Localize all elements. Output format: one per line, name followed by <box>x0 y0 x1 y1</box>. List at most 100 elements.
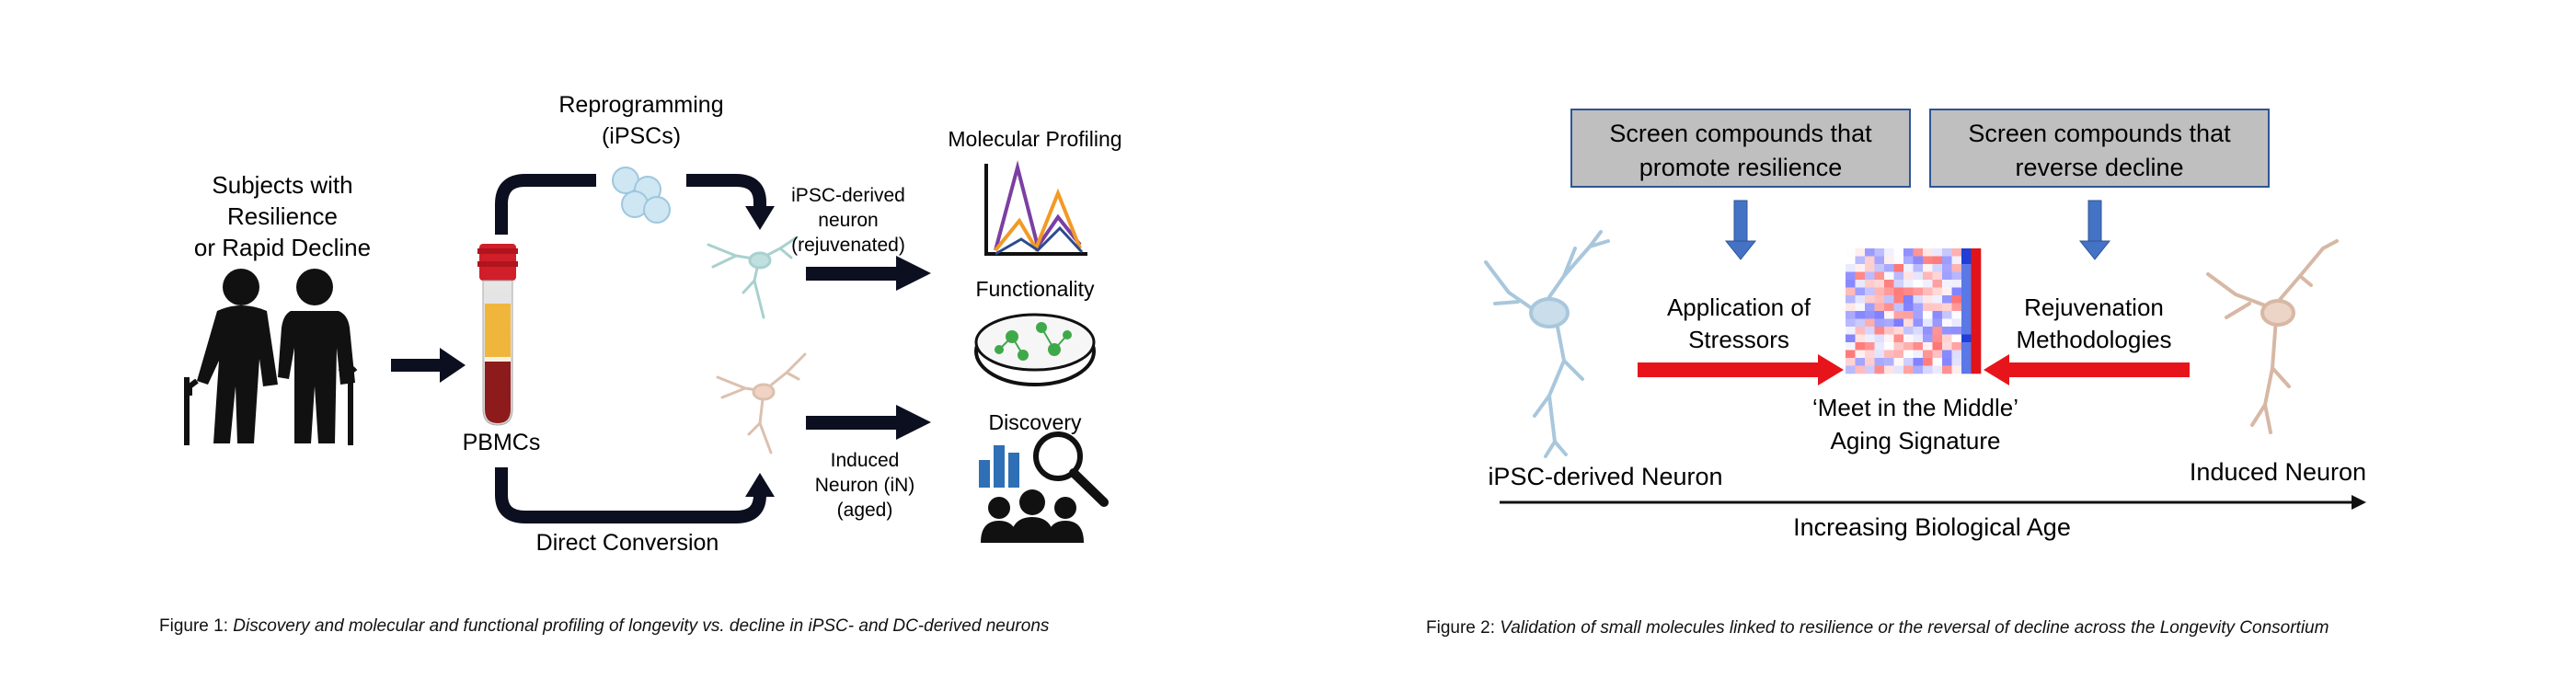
heatmap-cell <box>1932 318 1943 328</box>
heatmap-cell <box>1923 256 1933 265</box>
heatmap-cell <box>1923 264 1933 272</box>
heatmap-cell <box>1971 342 1982 351</box>
figure-1-caption: Figure 1: Discovery and molecular and fu… <box>159 616 1049 637</box>
heatmap-cell <box>1923 358 1933 366</box>
heatmap-cell <box>1951 365 1962 374</box>
heatmap-cell <box>1893 365 1904 374</box>
heatmap-cell <box>1865 303 1875 312</box>
heatmap-cell <box>1893 342 1904 351</box>
heatmap-cell <box>1913 342 1924 351</box>
heatmap-cell <box>1846 256 1856 265</box>
heatmap-cell <box>1951 350 1962 359</box>
heatmap-cell <box>1932 271 1943 281</box>
figure-2-caption: Figure 2: Validation of small molecules … <box>1426 618 2329 638</box>
arrow-to-profiling-upper <box>806 256 931 291</box>
heatmap-cell <box>1893 287 1904 296</box>
heatmap-cell <box>1865 295 1875 304</box>
heatmap-cell <box>1893 318 1904 328</box>
heatmap-cell <box>1942 311 1952 319</box>
heatmap-cell <box>1846 311 1856 319</box>
blue-arrow-right <box>2078 200 2111 260</box>
heatmap-cell <box>1865 334 1875 343</box>
heatmap-cell <box>1923 318 1933 328</box>
heatmap-cell <box>1932 264 1943 272</box>
heatmap-cell <box>1855 350 1866 359</box>
heatmap-cell <box>1893 358 1904 366</box>
heatmap-cell <box>1951 311 1962 319</box>
heatmap-cell <box>1855 264 1866 272</box>
heatmap-cell <box>1932 311 1943 319</box>
heatmap-cell <box>1951 334 1962 343</box>
heatmap-cell <box>1923 365 1933 374</box>
pbmcs-label: PBMCs <box>463 430 541 455</box>
heatmap-cell <box>1971 256 1982 265</box>
ipsc-neuron-label-3: (rejuvenated) <box>791 235 905 256</box>
induced-neuron-label-1: Induced <box>831 450 900 471</box>
heatmap-cell <box>1903 334 1914 343</box>
heatmap-cell <box>1971 264 1982 272</box>
heatmap-cell <box>1874 271 1885 281</box>
heatmap-cell <box>1884 358 1894 366</box>
heatmap-cell <box>1961 342 1972 351</box>
heatmap-cell <box>1913 318 1924 328</box>
figure-2-caption-text: Validation of small molecules linked to … <box>1500 618 2329 638</box>
heatmap-cell <box>1874 350 1885 359</box>
heatmap-cell <box>1903 311 1914 319</box>
heatmap-cell <box>1893 311 1904 319</box>
heatmap-cell <box>1874 256 1885 265</box>
heatmap-cell <box>1846 358 1856 366</box>
figure-2: Screen compounds that promote resilience… <box>1484 109 2366 541</box>
heatmap-cell <box>1874 334 1885 343</box>
heatmap-cell <box>1942 365 1952 374</box>
heatmap-cell <box>1846 318 1856 328</box>
arrow-to-pbmc <box>391 348 466 383</box>
induced-neuron-small-icon <box>716 352 807 454</box>
heatmap-cell <box>1874 280 1885 288</box>
heatmap-cell <box>1971 327 1982 335</box>
heatmap-cell <box>1846 280 1856 288</box>
heatmap-cell <box>1913 311 1924 319</box>
arrow-to-ipsc-neuron <box>686 174 766 210</box>
heatmap-cell <box>1874 358 1885 366</box>
heatmap-cell <box>1942 303 1952 312</box>
box-left-line-2: promote resilience <box>1639 154 1843 181</box>
heatmap-cell <box>1932 350 1943 359</box>
heatmap-cell <box>1932 303 1943 312</box>
heatmap-cell <box>1893 334 1904 343</box>
stressors-label-1: Application of <box>1667 293 1811 321</box>
heatmap-cell <box>1903 264 1914 272</box>
heatmap-cell <box>1874 303 1885 312</box>
heatmap-cell <box>1874 318 1885 328</box>
heatmap-cell <box>1903 318 1914 328</box>
box-right-line-1: Screen compounds that <box>1968 120 2231 147</box>
heatmap-cell <box>1923 287 1933 296</box>
heatmap-cell <box>1903 280 1914 288</box>
heatmap-cell <box>1846 303 1856 312</box>
heatmap-cell <box>1913 327 1924 335</box>
heatmap-cell <box>1913 365 1924 374</box>
heatmap-cell <box>1893 271 1904 281</box>
heatmap-cell <box>1855 287 1866 296</box>
path-to-reprogramming <box>495 174 596 235</box>
people-group-icon <box>981 489 1084 543</box>
heatmap-cell <box>1951 358 1962 366</box>
heatmap-cell <box>1903 287 1914 296</box>
heatmap-cell <box>1865 365 1875 374</box>
ipsc-neuron-label-1: iPSC-derived <box>791 185 905 206</box>
blue-arrow-left <box>1724 200 1757 260</box>
heatmap-cell <box>1913 256 1924 265</box>
heatmap-cell <box>1846 342 1856 351</box>
heatmap-cell <box>1846 248 1856 257</box>
induced-neuron-label-2: Neuron (iN) <box>815 475 915 496</box>
heatmap-cell <box>1874 327 1885 335</box>
heatmap-cell <box>1913 334 1924 343</box>
heatmap-cell <box>1846 271 1856 281</box>
heatmap-cell <box>1846 287 1856 296</box>
heatmap-cell <box>1913 350 1924 359</box>
heatmap-cell <box>1971 280 1982 288</box>
heatmap-cell <box>1951 342 1962 351</box>
functionality-label: Functionality <box>975 277 1095 301</box>
heatmap-cell <box>1855 311 1866 319</box>
heatmap-cell <box>1961 350 1972 359</box>
